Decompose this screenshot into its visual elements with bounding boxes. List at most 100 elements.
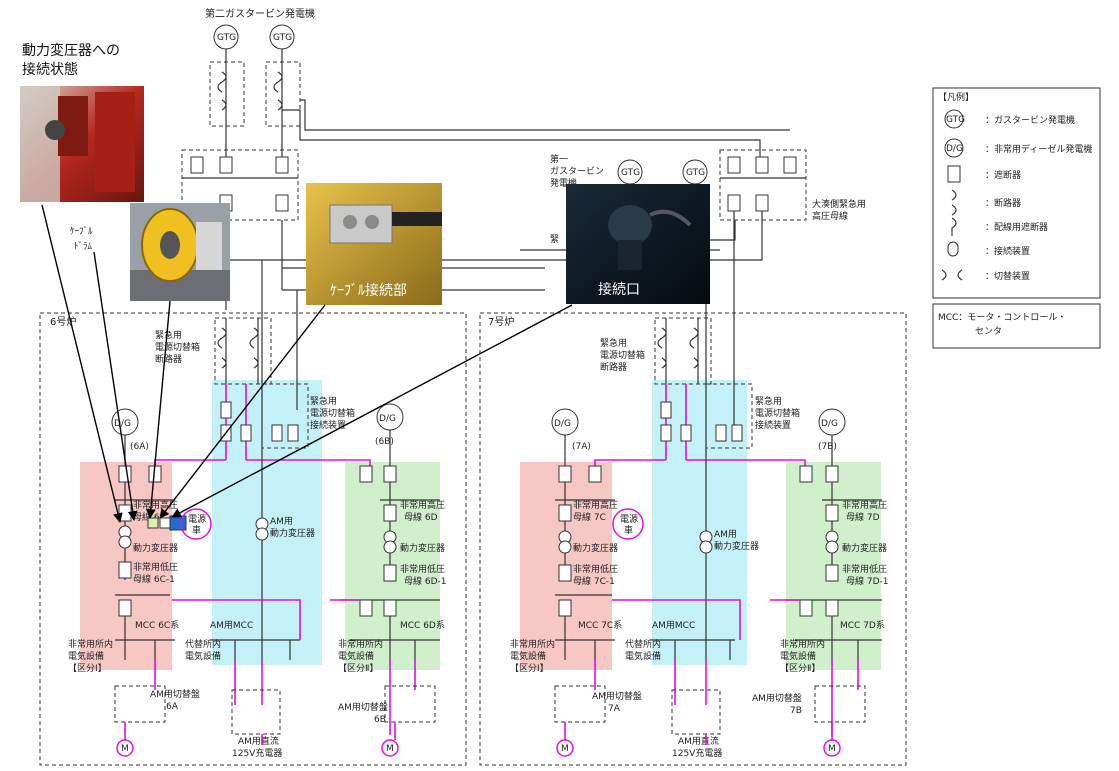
- power-car-connector: [147, 517, 159, 529]
- u6-alt-1: 代替所内: [185, 638, 221, 650]
- cable-joint-photo: [306, 183, 442, 305]
- legend-mcc-2: センタ: [975, 326, 1002, 337]
- u6-lv-bus-d-2: 母線 6D-1: [404, 575, 447, 587]
- u6-conn-box: [261, 383, 309, 449]
- u6-alt-2: 電気設備: [185, 650, 221, 662]
- legend-item-mccb: ：配線用遮断器: [985, 221, 1048, 233]
- legend-breaker-icon: [947, 165, 961, 183]
- motor-label: M: [121, 744, 129, 754]
- gtg-label: GTG: [273, 33, 292, 43]
- u6-hv-bus-d-2: 母線 6D: [404, 511, 438, 523]
- legend-item-dg: ：非常用ディーゼル発電機: [985, 143, 1092, 155]
- gtg-switchgear-box: [209, 61, 245, 127]
- u6-ds-label-3: 断路器: [155, 353, 182, 365]
- u7-lv-bus-d-1: 非常用低圧: [842, 563, 887, 575]
- u6-lv-bus-c-1: 非常用低圧: [133, 561, 178, 573]
- transformer-caption-1: 動力変圧器への: [22, 42, 120, 59]
- legend-dg-symbol: D/G: [946, 144, 963, 154]
- u7-conn-box: [705, 383, 753, 449]
- legend-gtg-symbol: GTG: [946, 115, 965, 125]
- motor-icon: [381, 739, 399, 757]
- emergency-partial-label: 緊: [550, 234, 559, 245]
- legend-mcc-1: MCC：モータ・コントロール・: [938, 312, 1066, 323]
- u6-am-tr-1: AM用: [270, 516, 293, 527]
- arrow: [93, 251, 138, 521]
- u6-mcc-d: MCC 6D系: [400, 620, 445, 631]
- legend-disconnector-icon: [951, 189, 957, 216]
- dg-label: D/G: [114, 419, 131, 429]
- legend-item-disconnector: ：断路器: [985, 197, 1021, 209]
- u7-tr-d: 動力変圧器: [842, 542, 887, 554]
- legend-dg-icon: [944, 138, 964, 158]
- motor-label: M: [386, 744, 394, 754]
- unit7-frame: [479, 312, 907, 766]
- u7-lv-bus-c-1: 非常用低圧: [573, 563, 618, 575]
- u7-dc-2: 125V充電器: [672, 747, 722, 759]
- legend-title: 【凡例】: [938, 91, 974, 103]
- u7-dist-r-1: 非常用所内: [780, 638, 825, 650]
- u7-sw-b-1: AM用切替盤: [752, 692, 802, 704]
- u7-dist-r-2: 電気設備: [780, 650, 816, 662]
- u6-ds-label-1: 緊急用: [155, 329, 182, 341]
- u7-ds-label-3: 断路器: [600, 361, 627, 373]
- u7-lv-bus-d-2: 母線 7D-1: [846, 575, 889, 587]
- u6-mcc-c: MCC 6C系: [135, 620, 179, 631]
- u6-lv-bus-d-1: 非常用低圧: [400, 563, 445, 575]
- legend-mcc-box: [932, 303, 1101, 349]
- u7-hv-bus-d-1: 非常用高圧: [842, 499, 887, 511]
- u7-dist-l-1: 非常用所内: [510, 638, 555, 650]
- u7-am-tr-1: AM用: [714, 529, 737, 540]
- u6-dist-r-2: 電気設備: [338, 650, 374, 662]
- u7-am-mcc: AM用MCC: [652, 620, 695, 631]
- u7-hv-bus-d-2: 母線 7D: [846, 511, 880, 523]
- gtg-label: GTG: [217, 33, 236, 43]
- motor-label: M: [828, 744, 836, 754]
- u6-dist-l-1: 非常用所内: [68, 638, 113, 650]
- u6-dg-a-label: (6A): [130, 442, 149, 452]
- u6-dc-1: AM用直流: [238, 735, 279, 747]
- legend-item-gtg: ：ガスタービン発電機: [985, 114, 1075, 126]
- u6-tr-c: 動力変圧器: [133, 542, 178, 554]
- u6-sw-a-box: [114, 685, 166, 723]
- u7-dist-l-3: 【区分Ⅰ】: [510, 663, 549, 674]
- power-car-label-1: 電源: [188, 514, 206, 525]
- u7-alt-1: 代替所内: [625, 638, 661, 650]
- gtg-label: GTG: [686, 168, 705, 178]
- second-gtg-title: 第二ガスタービン発電機: [205, 7, 315, 20]
- u6-sw-a-2: 6A: [166, 702, 179, 712]
- u7-sw-a-1: AM用切替盤: [592, 690, 642, 702]
- motor-icon: [556, 739, 574, 757]
- dg-label: D/G: [821, 419, 838, 429]
- u7-tr-c: 動力変圧器: [573, 542, 618, 554]
- u6-conn-label-1: 緊急用: [310, 395, 337, 407]
- unit7-title: 7号炉: [488, 316, 514, 328]
- arrow: [159, 304, 326, 519]
- u6-ds-box: [214, 317, 272, 385]
- u7-lv-bus-c-2: 母線 7C-1: [573, 575, 615, 587]
- legend-item-connector: ：接続装置: [985, 245, 1030, 257]
- u6-sw-b-2: 6B: [374, 715, 386, 725]
- u7-dist-l-2: 電気設備: [510, 650, 546, 662]
- legend-switch-icon: [941, 269, 963, 281]
- power-car-label-1: 電源: [620, 514, 638, 525]
- u6-hv-bus-c-1: 非常用高圧: [133, 499, 178, 511]
- gtg-switchgear-box: [265, 61, 301, 127]
- transformer-photo: [20, 86, 144, 202]
- u6-sw-b-box: [384, 685, 436, 723]
- u7-dg-a-label: (7A): [572, 442, 591, 452]
- transformer-caption-2: 接続状態: [22, 61, 78, 78]
- u6-dc-2: 125V充電器: [232, 747, 282, 759]
- u7-hv-bus-c-2: 母線 7C: [573, 511, 606, 523]
- gtg-label: GTG: [621, 168, 640, 178]
- u7-alt-2: 電気設備: [625, 650, 661, 662]
- emergency-bus-box: [719, 149, 807, 221]
- u6-lv-bus-c-2: 母線 6C-1: [133, 573, 175, 585]
- power-car-connector: [169, 515, 187, 531]
- connection-port-label: 接続口: [598, 281, 640, 298]
- u7-sw-a-box: [554, 685, 606, 723]
- power-car-label-2: 車: [192, 524, 201, 536]
- u6-tr-d: 動力変圧器: [400, 542, 445, 554]
- legend-item-switch: ：切替装置: [985, 270, 1030, 282]
- legend-mccb-icon: [951, 217, 957, 236]
- u6-dist-l-2: 電気設備: [68, 650, 104, 662]
